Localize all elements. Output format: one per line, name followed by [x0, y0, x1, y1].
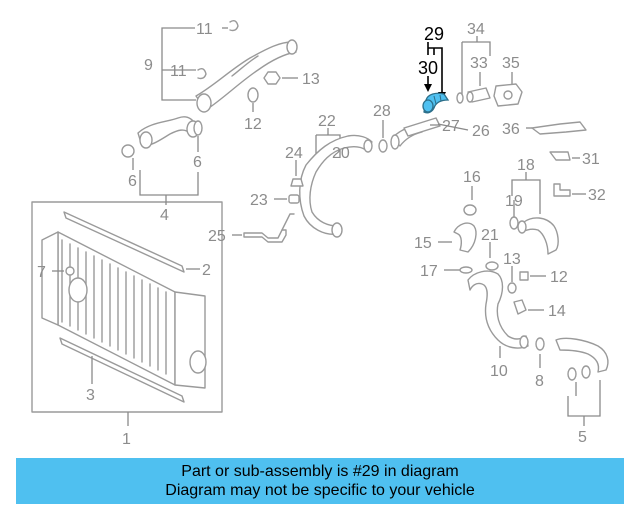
callout-22: 22	[318, 113, 336, 130]
callout-13b: 13	[503, 251, 521, 268]
callout-11a: 11	[196, 21, 213, 38]
callout-16: 16	[463, 169, 481, 186]
callout-31: 31	[582, 151, 600, 168]
callout-7: 7	[37, 264, 46, 281]
callout-36: 36	[502, 121, 520, 138]
parts-diagram: 1 2 3 4 5 6 6 7 8 9 10 11 11 12 12 13 13…	[31, 19, 609, 448]
callout-1: 1	[122, 431, 131, 448]
callout-23: 23	[250, 192, 268, 209]
callout-32: 32	[588, 187, 606, 204]
callout-18: 18	[517, 157, 535, 174]
callout-21: 21	[481, 227, 499, 244]
callout-11b: 11	[170, 63, 187, 80]
upper-left-hoses	[121, 19, 298, 205]
right-middle-group	[438, 151, 609, 426]
center-pipe-assembly	[232, 128, 373, 243]
callout-4: 4	[160, 207, 169, 224]
callout-29: 29	[424, 24, 444, 44]
callout-30: 30	[418, 58, 438, 78]
banner-line-part: Part or sub-assembly is #29 in diagram	[181, 463, 459, 480]
callout-10: 10	[490, 363, 508, 380]
callout-26: 26	[472, 123, 490, 140]
callout-5: 5	[578, 429, 587, 446]
callout-25: 25	[208, 228, 226, 245]
callout-2: 2	[202, 262, 211, 279]
callout-9: 9	[144, 57, 153, 74]
callout-13a: 13	[302, 71, 320, 88]
callout-35: 35	[502, 55, 520, 72]
callout-12b: 12	[550, 269, 568, 286]
callout-labels: 1 2 3 4 5 6 6 7 8 9 10 11 11 12 12 13 13…	[37, 21, 606, 448]
callout-28: 28	[373, 103, 391, 120]
info-banner: Part or sub-assembly is #29 in diagram D…	[16, 458, 624, 504]
callout-19: 19	[505, 193, 523, 210]
callout-6a: 6	[128, 173, 137, 190]
callout-12a: 12	[244, 116, 262, 133]
callout-33: 33	[470, 55, 488, 72]
callout-8: 8	[535, 373, 544, 390]
banner-line-disclaimer: Diagram may not be specific to your vehi…	[165, 482, 475, 499]
callout-3: 3	[86, 387, 95, 404]
intercooler-group	[31, 201, 223, 426]
callout-15: 15	[414, 235, 432, 252]
upper-right-group	[378, 36, 587, 153]
callout-6b: 6	[193, 154, 202, 171]
callout-14: 14	[548, 303, 566, 320]
callout-34: 34	[467, 21, 485, 38]
callout-20: 20	[332, 145, 350, 162]
callout-24: 24	[285, 145, 303, 162]
callout-17: 17	[420, 263, 438, 280]
callout-27: 27	[442, 118, 460, 135]
